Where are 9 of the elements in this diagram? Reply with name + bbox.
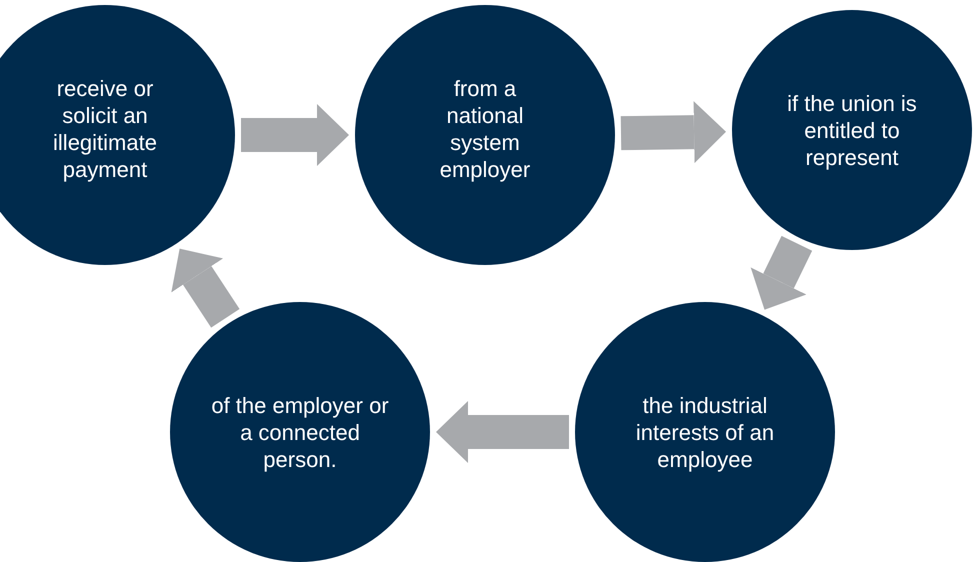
node-text: receive or solicit an illegitimate payment bbox=[52, 75, 158, 183]
node-text: the industrial interests of an employee bbox=[634, 392, 776, 472]
block-arrow bbox=[436, 401, 569, 463]
node-text: of the employer or a connected person. bbox=[210, 392, 390, 472]
block-arrow bbox=[241, 104, 349, 166]
node-text: if the union is entitled to represent bbox=[786, 90, 918, 170]
block-arrow bbox=[620, 101, 726, 164]
block-arrow bbox=[750, 236, 812, 310]
node-text: from a national system employer bbox=[438, 75, 532, 183]
